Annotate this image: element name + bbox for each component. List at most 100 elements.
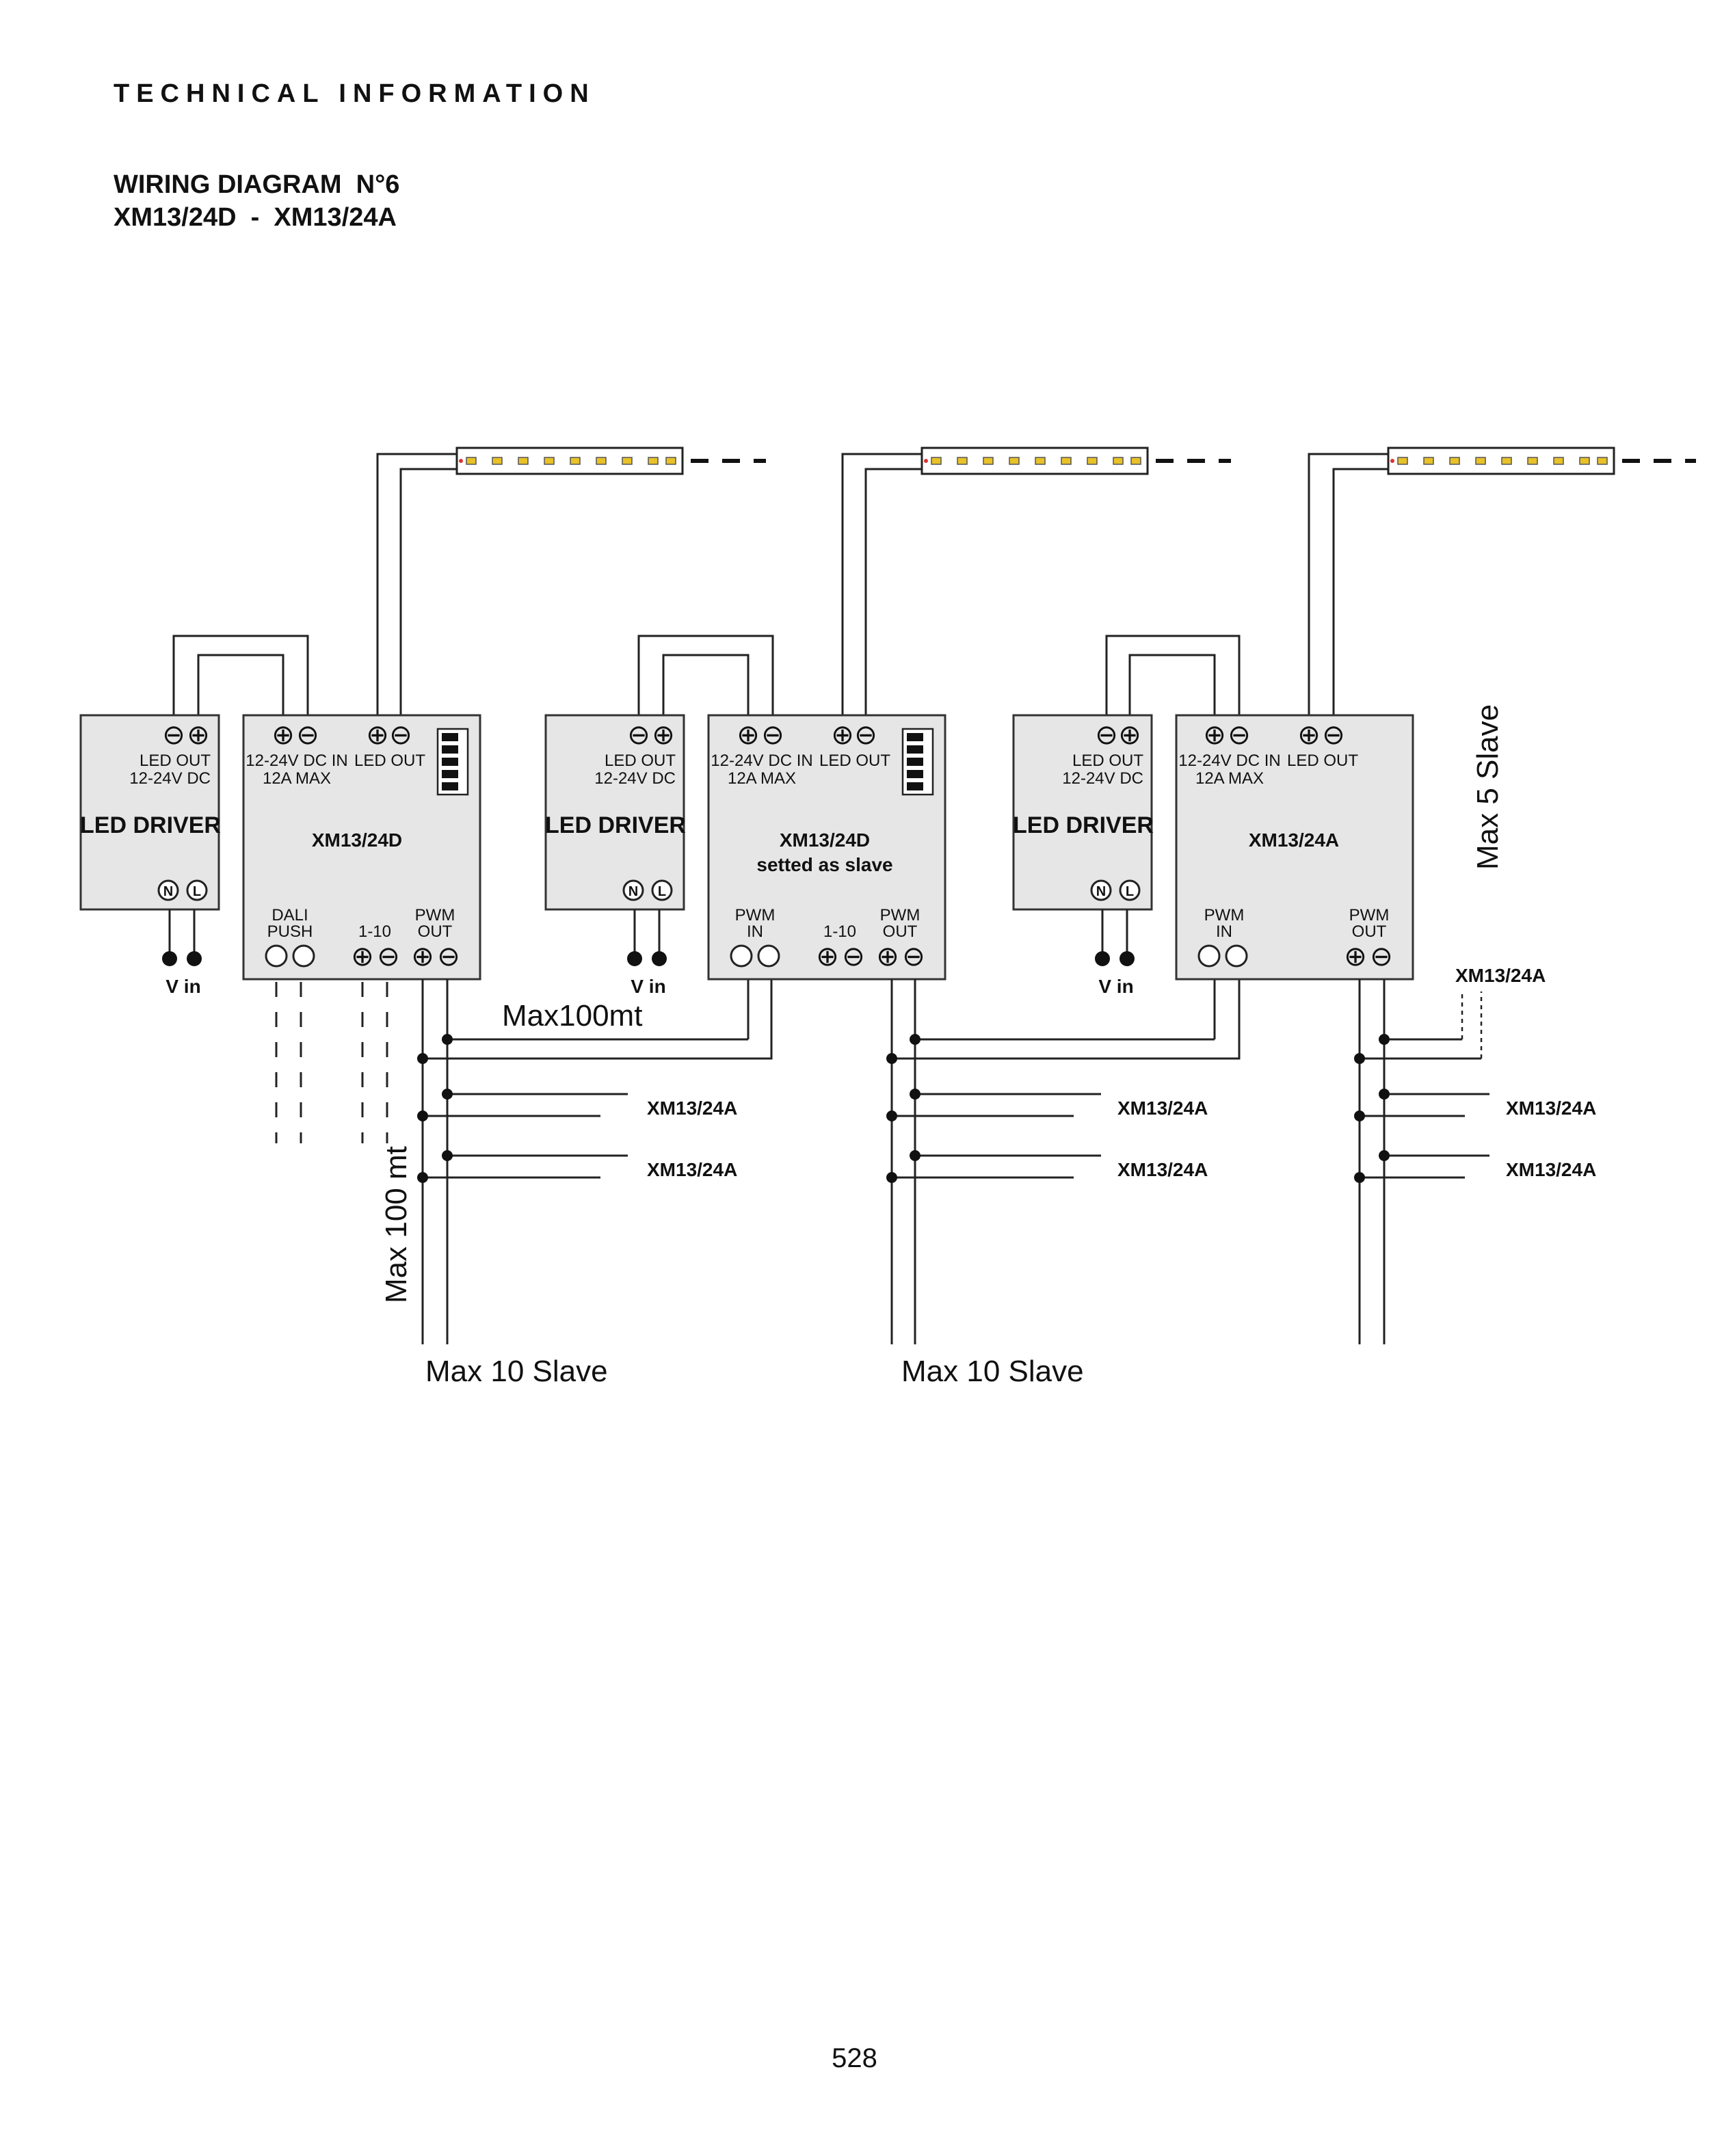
controller-mode: setted as slave [756,854,892,875]
out-label: OUT [883,922,918,941]
max-current-label: 12A MAX [1195,769,1264,788]
neutral-terminal: N [628,884,638,899]
neutral-terminal: N [163,884,173,899]
minus-symbol: ⊖ [162,720,185,750]
minus-symbol: ⊖ [854,720,877,750]
slave-model-label: XM13/24A [1506,1159,1596,1180]
plus-symbol: ⊕ [1297,720,1321,750]
section-title: TECHNICAL INFORMATION [114,79,596,108]
pwm-in-label: PWM [735,906,776,924]
in-label: IN [1216,922,1232,941]
pwm-in-label: PWM [1204,906,1245,924]
plus-symbol: ⊕ [831,720,854,750]
diagram-title: WIRING DIAGRAM N°6 XM13/24D - XM13/24A [114,168,399,234]
vin-label: V in [165,976,200,997]
plus-symbol: ⊕ [351,942,374,972]
line-terminal: L [193,884,201,899]
led-out-label: LED OUT [1287,751,1358,770]
controller-2: ⊕ ⊖ ⊕ ⊖ 12-24V DC IN 12A MAX LED OUT XM1… [707,714,946,981]
max-10-slave-label: Max 10 Slave [425,1355,608,1388]
driver-voltage: 12-24V DC [1062,769,1143,788]
max-10-slave-label: Max 10 Slave [901,1355,1084,1388]
led-driver-3: ⊖ ⊕ LED OUT 12-24V DC LED DRIVER N L [1012,714,1154,911]
led-driver-2: ⊖ ⊕ LED OUT 12-24V DC LED DRIVER N L [544,714,686,911]
plus-symbol: ⊕ [737,720,760,750]
plus-symbol: ⊕ [816,942,839,972]
page-number: 528 [832,2043,877,2073]
controller-model: XM13/24D [780,829,870,851]
plus-symbol: ⊕ [1344,942,1367,972]
driver-out-label: LED OUT [605,751,676,770]
max-100mt-label: Max100mt [502,999,642,1033]
driver-out-label: LED OUT [1072,751,1143,770]
max-current-label: 12A MAX [728,769,796,788]
minus-symbol: ⊖ [437,942,460,972]
minus-symbol: ⊖ [1322,720,1345,750]
led-strip-3 [1388,448,1696,474]
minus-symbol: ⊖ [842,942,865,972]
in-label: IN [747,922,763,941]
slave-model-label: XM13/24A [1117,1097,1208,1119]
controller-model: XM13/24A [1249,829,1339,851]
slave-model-label: XM13/24A [1506,1097,1596,1119]
led-driver-1: ⊖ ⊕ LED OUT 12-24V DC LED DRIVER N L [79,714,221,911]
diagram-title-line: WIRING DIAGRAM N°6 [114,170,400,199]
dc-in-label: 12-24V DC IN [711,751,812,770]
unit-3: ⊖ ⊕ LED OUT 12-24V DC LED DRIVER N L V i… [1012,448,1696,1344]
minus-symbol: ⊖ [627,720,650,750]
line-terminal: L [658,884,666,899]
minus-symbol: ⊖ [389,720,412,750]
controller-model: XM13/24D [312,829,402,851]
plus-symbol: ⊕ [652,720,675,750]
out-label: OUT [1352,922,1387,941]
pwm-label: PWM [1349,906,1390,924]
plus-symbol: ⊕ [411,942,434,972]
line-terminal: L [1126,884,1134,899]
plus-symbol: ⊕ [1118,720,1141,750]
vin-label: V in [1098,976,1133,997]
minus-symbol: ⊖ [761,720,784,750]
led-out-label: LED OUT [819,751,890,770]
neutral-terminal: N [1096,884,1106,899]
led-strip-1 [457,448,766,474]
pwm-label: PWM [880,906,920,924]
vin-label: V in [631,976,665,997]
driver-name: LED DRIVER [1013,812,1154,838]
controller-3: ⊕ ⊖ ⊕ ⊖ 12-24V DC IN 12A MAX LED OUT XM1… [1175,714,1414,981]
plus-symbol: ⊕ [366,720,389,750]
driver-voltage: 12-24V DC [594,769,676,788]
out-label: OUT [418,922,453,941]
driver-name: LED DRIVER [80,812,221,838]
minus-symbol: ⊖ [1370,942,1393,972]
push-label: PUSH [267,922,313,941]
plus-symbol: ⊕ [271,720,295,750]
dc-in-label: 12-24V DC IN [246,751,347,770]
driver-name: LED DRIVER [545,812,686,838]
driver-out-label: LED OUT [140,751,211,770]
pwm-label: PWM [415,906,455,924]
slave-model-label: XM13/24A [647,1159,737,1180]
1-10-label: 1-10 [358,922,391,941]
minus-symbol: ⊖ [296,720,319,750]
dali-label: DALI [271,906,308,924]
minus-symbol: ⊖ [1228,720,1251,750]
unit-1: ⊖ ⊕ LED OUT 12-24V DC LED DRIVER N L V i… [79,448,773,1388]
dc-in-label: 12-24V DC IN [1178,751,1280,770]
plus-symbol: ⊕ [187,720,210,750]
slave-model-label: XM13/24A [1455,965,1546,986]
max-100-mt-vertical-label: Max 100 mt [380,1146,413,1303]
1-10-label: 1-10 [823,922,856,941]
driver-voltage: 12-24V DC [129,769,211,788]
led-strip-2 [922,448,1231,474]
unit-2: ⊖ ⊕ LED OUT 12-24V DC LED DRIVER N L V i… [544,448,1241,1388]
minus-symbol: ⊖ [1095,720,1118,750]
slave-model-label: XM13/24A [1117,1159,1208,1180]
max-5-slave-label: Max 5 Slave [1471,704,1505,870]
plus-symbol: ⊕ [1203,720,1226,750]
max-current-label: 12A MAX [263,769,331,788]
controller-1: ⊕ ⊖ ⊕ ⊖ 12-24V DC IN 12A MAX LED OUT XM1… [242,714,481,981]
minus-symbol: ⊖ [377,942,400,972]
plus-symbol: ⊕ [876,942,899,972]
diagram-subtitle-line: XM13/24D - XM13/24A [114,203,397,232]
